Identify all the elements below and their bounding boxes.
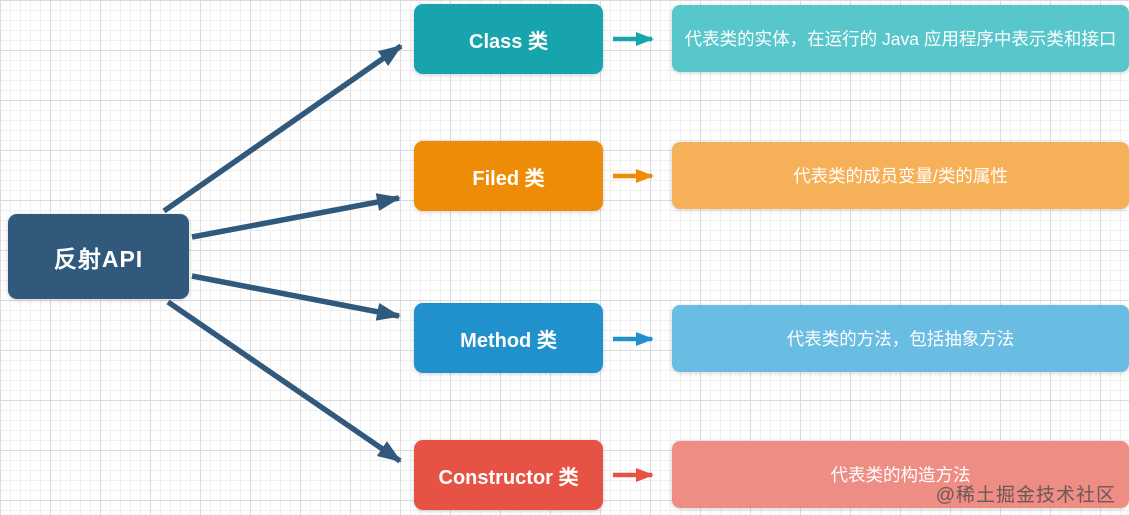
node-class: Class 类: [414, 4, 603, 74]
root-node-reflection-api: 反射API: [8, 214, 189, 299]
node-field: Filed 类: [414, 141, 603, 211]
watermark-juejin: @稀土掘金技术社区: [935, 485, 1116, 506]
arrow-root-to-field: [191, 193, 401, 240]
node-method: Method 类: [414, 303, 603, 373]
description-method: 代表类的方法，包括抽象方法: [672, 305, 1129, 372]
description-field: 代表类的成员变量/类的属性: [672, 142, 1129, 209]
node-constructor: Constructor 类: [414, 440, 603, 510]
arrow-root-to-method: [191, 273, 401, 321]
arrow-root-to-class: [162, 43, 403, 214]
description-constructor: 代表类的构造方法: [672, 441, 1129, 508]
description-class: 代表类的实体，在运行的 Java 应用程序中表示类和接口: [672, 5, 1129, 72]
arrow-root-to-constructor: [166, 299, 402, 464]
